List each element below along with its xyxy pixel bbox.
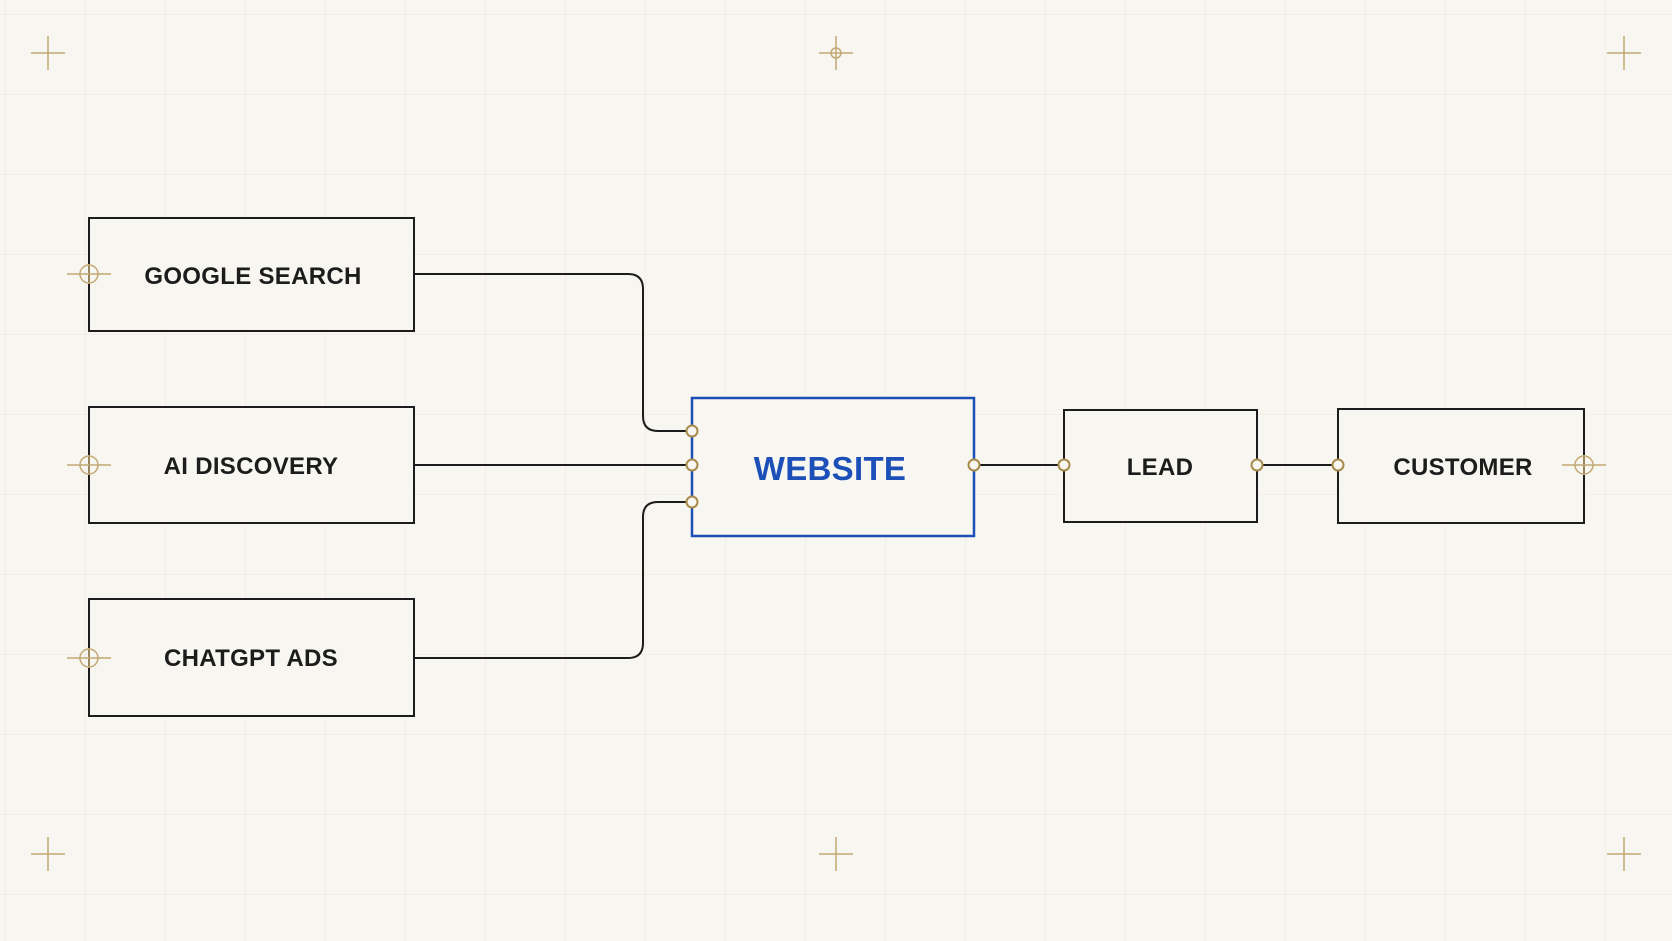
crosshair-mark	[31, 837, 65, 871]
crosshair-mark	[1607, 837, 1641, 871]
node-label-website: WEBSITE	[754, 450, 906, 487]
node-ai-discovery[interactable]: AI DISCOVERY	[88, 406, 415, 524]
edge-chatgpt-ads-to-website	[414, 501, 692, 659]
anchor-marks	[67, 264, 1606, 668]
node-website[interactable]: WEBSITE	[690, 396, 976, 538]
port-website-out	[967, 458, 981, 472]
crosshair-mark	[819, 837, 853, 871]
port-customer-in	[1331, 458, 1345, 472]
node-chatgpt-ads[interactable]: CHATGPT ADS	[88, 598, 415, 717]
node-label-google-search: GOOGLE SEARCH	[144, 263, 361, 290]
anchor-crosshair	[67, 264, 111, 284]
node-label-customer: CUSTOMER	[1393, 454, 1532, 481]
node-box	[1063, 409, 1258, 523]
node-google-search[interactable]: GOOGLE SEARCH	[88, 217, 415, 332]
node-label-lead: LEAD	[1127, 454, 1194, 481]
anchor-crosshair	[67, 648, 111, 668]
node-label-chatgpt-ads: CHATGPT ADS	[164, 645, 338, 672]
crosshair-mark	[1607, 36, 1641, 70]
edge-google-search-to-website	[414, 273, 692, 432]
node-box	[1337, 408, 1585, 524]
anchor-crosshair	[1562, 455, 1606, 475]
crosshair-mark	[819, 36, 853, 70]
port-lead-out	[1250, 458, 1264, 472]
port-lead-in	[1057, 458, 1071, 472]
node-lead[interactable]: LEAD	[1063, 409, 1258, 523]
anchor-crosshair	[67, 455, 111, 475]
connectors	[414, 273, 1338, 659]
port-website-in-top	[685, 424, 699, 438]
port-website-in-middle	[685, 458, 699, 472]
node-customer[interactable]: CUSTOMER	[1337, 408, 1585, 524]
ports	[685, 424, 1345, 509]
port-website-in-bottom	[685, 495, 699, 509]
node-box	[88, 598, 415, 717]
crosshair-mark	[31, 36, 65, 70]
node-label-ai-discovery: AI DISCOVERY	[164, 453, 339, 480]
registration-marks	[31, 36, 1641, 871]
